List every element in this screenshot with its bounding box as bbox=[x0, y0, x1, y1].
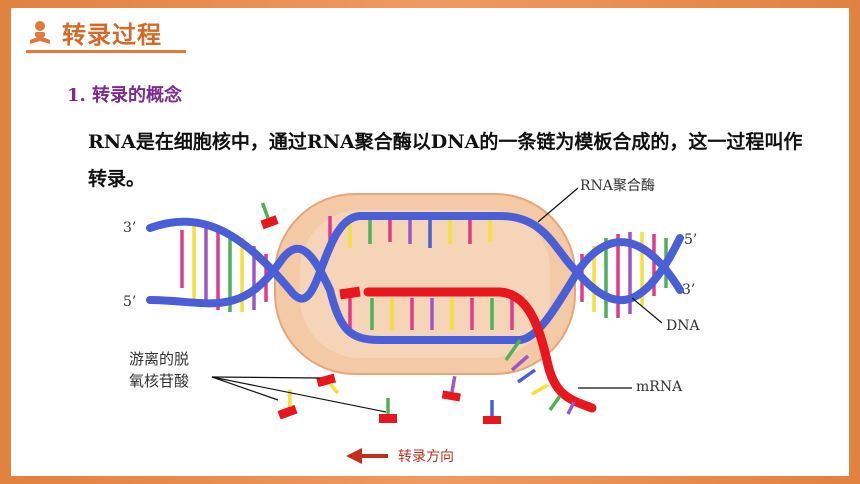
page-title: 转录过程 bbox=[62, 20, 162, 49]
mrna-bases bbox=[504, 338, 576, 415]
end-5-left-label: 5’ bbox=[123, 294, 136, 310]
dna-label: DNA bbox=[666, 318, 700, 334]
transcription-direction-label: 转录方向 bbox=[398, 449, 454, 465]
concept-paragraph: RNA是在细胞核中，通过RNA聚合酶以DNA的一条链为模板合成的，这一过程叫作转… bbox=[88, 131, 803, 190]
mrna-strand bbox=[363, 287, 597, 413]
free-nucleotides-label-line1: 游离的脱 bbox=[129, 350, 189, 368]
free-nucleotides-label-line2: 氧核苷酸 bbox=[129, 372, 189, 390]
dna-strand-bottom bbox=[146, 238, 684, 344]
rna-polymerase-label: RNA聚合酶 bbox=[580, 178, 655, 194]
section-heading: 1. 转录的概念 bbox=[67, 85, 183, 106]
mrna-label: mRNA bbox=[636, 379, 683, 395]
end-3-left-label: 3’ bbox=[123, 220, 136, 236]
end-5-right-label: 5’ bbox=[684, 232, 697, 248]
dna-strand-top bbox=[146, 212, 684, 305]
base-pairs bbox=[180, 216, 668, 330]
reading-person-icon bbox=[30, 21, 50, 44]
section-title-bar: 转录过程 bbox=[26, 14, 186, 53]
end-3-right-label: 3’ bbox=[682, 282, 695, 298]
transcription-direction-arrow bbox=[346, 448, 388, 464]
